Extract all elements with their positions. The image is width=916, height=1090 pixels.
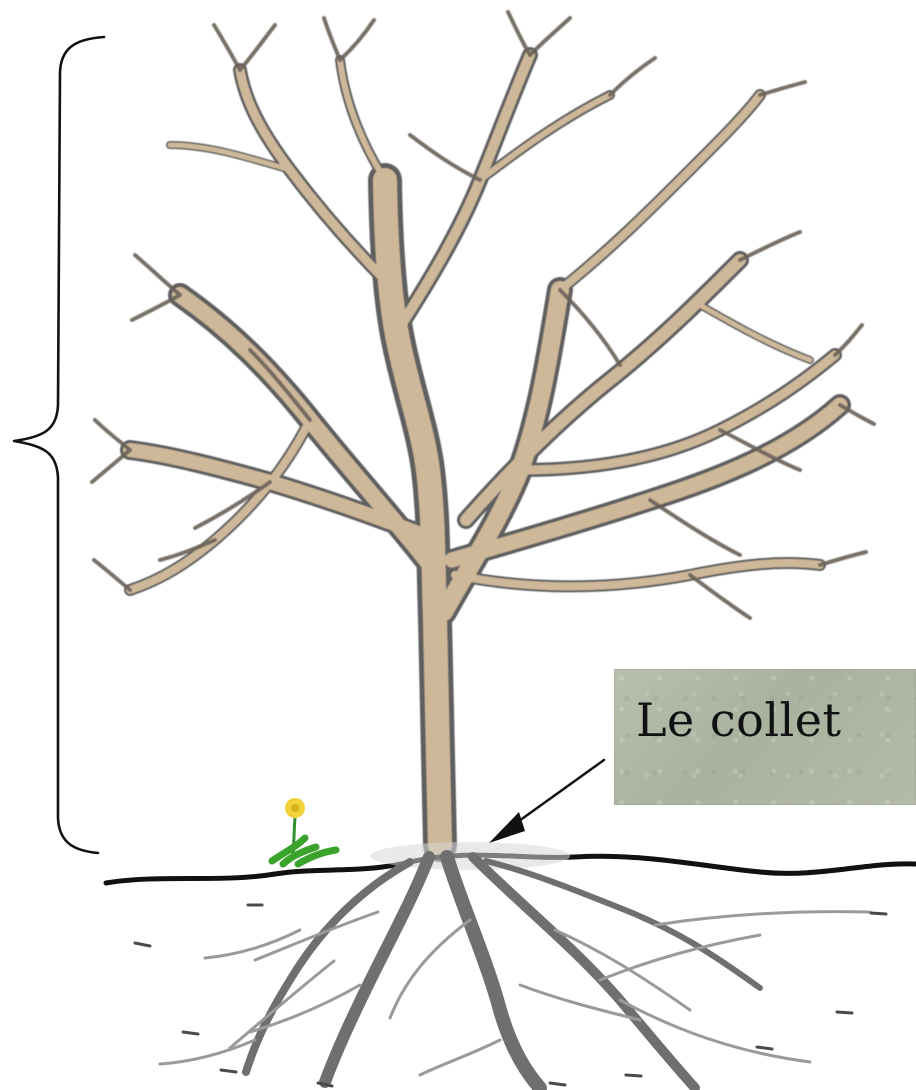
- root-system: [160, 857, 870, 1088]
- collar-label: Le collet: [636, 697, 841, 743]
- dandelion-icon: [272, 798, 336, 864]
- crown-brace: [14, 37, 104, 853]
- label-box: Le collet: [614, 669, 916, 805]
- pointer-arrow-icon: [489, 760, 604, 843]
